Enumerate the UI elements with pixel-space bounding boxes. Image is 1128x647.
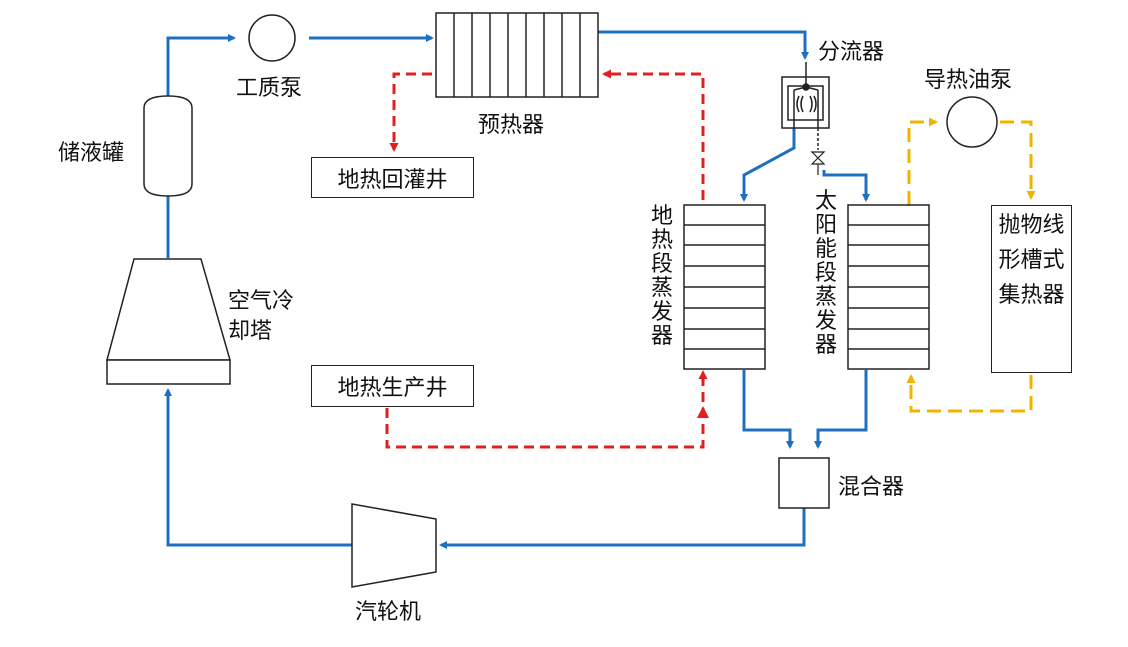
oil-pump-icon (946, 96, 998, 148)
line-solar-evap-to-oil-pump (907, 117, 938, 205)
thermal-oil-lines (906, 117, 1036, 413)
mixer-label: 混合器 (838, 475, 905, 500)
line-collector-to-solar-evap (906, 374, 1033, 413)
line-preheater-to-splitter (598, 30, 809, 60)
line-solar-evap-to-mixer (814, 370, 868, 449)
working-fluid-lines (164, 30, 870, 549)
production-well-box: 地热生产井 (311, 365, 474, 407)
oil-pump-label: 导热油泵 (924, 68, 1013, 93)
solar-evaporator-icon (847, 204, 930, 370)
mixer-icon (778, 457, 830, 509)
splitter-label: 分流器 (818, 40, 885, 65)
pump-icon (248, 14, 296, 62)
geothermal-evaporator-icon (683, 204, 766, 370)
tank-icon (143, 95, 193, 197)
line-oil-pump-to-collector (1000, 120, 1036, 200)
valve-icon (810, 151, 826, 175)
geothermal-evaporator-label: 地热段蒸发器 (650, 204, 673, 349)
pump-label: 工质泵 (236, 76, 303, 101)
line-geo-evap-to-mixer (742, 370, 794, 449)
tank-label: 储液罐 (58, 141, 125, 166)
cooling-tower-icon (106, 258, 231, 385)
cooling-tower-label: 空气冷却塔 (228, 289, 295, 344)
splitter-icon (781, 62, 830, 150)
reinjection-well-box: 地热回灌井 (311, 157, 474, 198)
turbine-icon (351, 503, 437, 588)
line-splitter-to-geo-evap (740, 128, 796, 202)
line-tank-to-pump (166, 34, 236, 97)
mid-arrow-red (697, 406, 709, 418)
solar-evaporator-label: 太阳能段蒸发器 (814, 189, 837, 358)
line-mixer-to-turbine (439, 508, 806, 549)
preheater-label: 预热器 (478, 113, 545, 138)
line-geo-evap-to-preheater (602, 69, 705, 200)
preheater-icon (435, 12, 599, 98)
line-preheater-to-reinjection (389, 72, 432, 152)
line-splitter-to-solar-evap (822, 170, 870, 202)
turbine-label: 汽轮机 (355, 600, 422, 625)
line-turbine-to-tower (164, 388, 352, 547)
collector-box: 抛物线形槽式集热器 (991, 205, 1072, 373)
